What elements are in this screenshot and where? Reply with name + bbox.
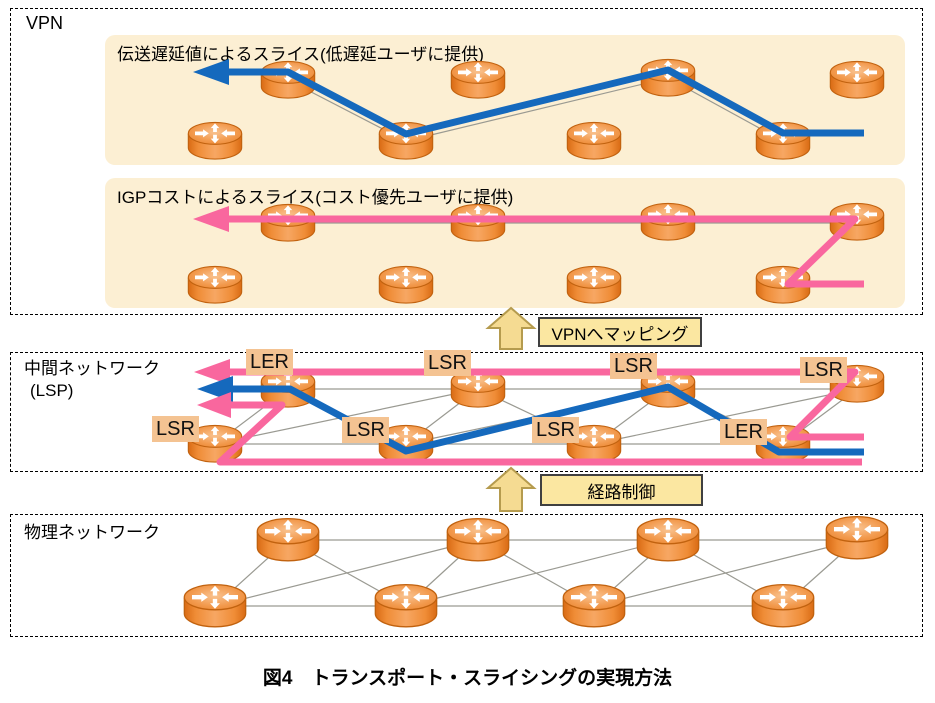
middle-network-label-line1: 中間ネットワーク xyxy=(24,359,160,378)
vpn-region-box xyxy=(10,8,923,315)
lsr-tag: LSR xyxy=(152,416,199,442)
lsr-tag: LSR xyxy=(610,353,657,379)
lsr-tag: LSR xyxy=(424,350,471,376)
ler-tag: LER xyxy=(720,419,767,445)
lsr-tag: LSR xyxy=(342,417,389,443)
vpn-mapping-callout: VPNへマッピング xyxy=(538,317,702,347)
physical-network-label: 物理ネットワーク xyxy=(24,523,160,542)
ler-tag: LER xyxy=(246,349,293,375)
middle-network-label: 中間ネットワーク (LSP) xyxy=(24,358,160,402)
low-latency-slice-title: 伝送遅延値によるスライス(低遅延ユーザに提供) xyxy=(117,45,484,64)
block-up-arrow-icon xyxy=(485,466,537,512)
route-control-callout: 経路制御 xyxy=(540,474,703,506)
igp-cost-slice-title: IGPコストによるスライス(コスト優先ユーザに提供) xyxy=(117,188,514,207)
physical-network-box xyxy=(10,514,923,637)
middle-network-label-line2: (LSP) xyxy=(30,381,74,401)
lsr-tag: LSR xyxy=(532,417,579,443)
vpn-label: VPN xyxy=(26,13,64,33)
lsr-tag: LSR xyxy=(800,357,847,383)
figure-caption: 図4 トランスポート・スライシングの実現方法 xyxy=(262,668,673,689)
